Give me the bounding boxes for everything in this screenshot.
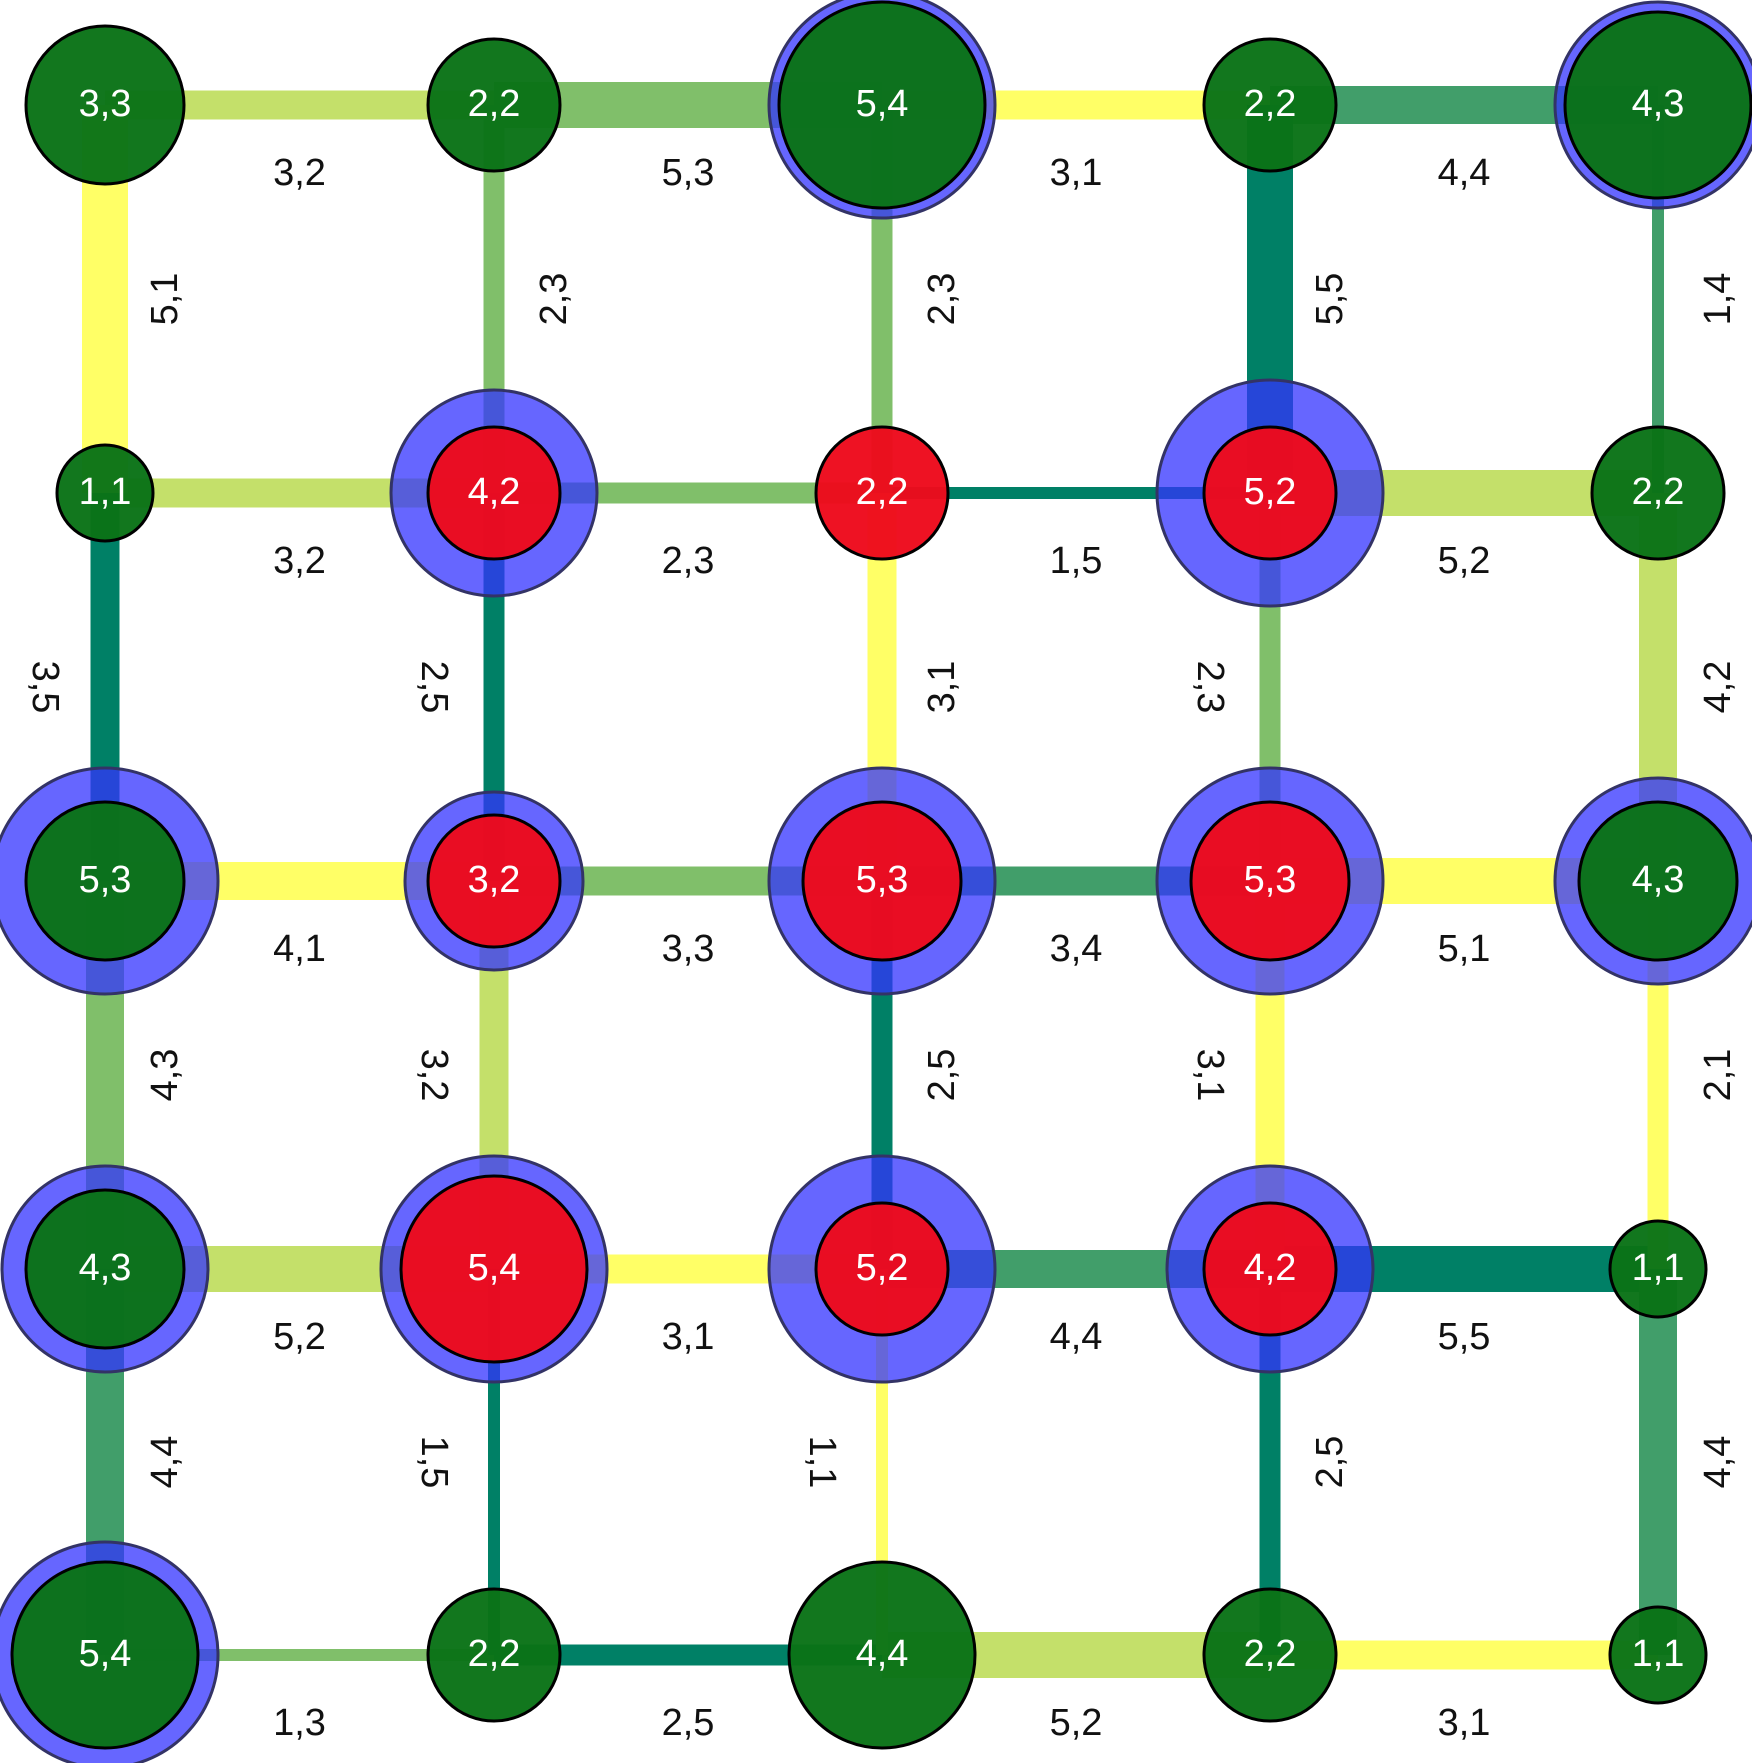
edge-label: 2,5 xyxy=(921,1049,963,1102)
edge-label: 3,3 xyxy=(662,928,715,970)
edge-label: 5,2 xyxy=(1438,540,1491,582)
edge-label: 5,5 xyxy=(1438,1316,1491,1358)
node-red xyxy=(1202,425,1338,561)
node-green xyxy=(1577,800,1739,962)
node-label: 5,4 xyxy=(79,1633,132,1675)
edge-label: 3,2 xyxy=(273,152,326,194)
node-label: 4,3 xyxy=(79,1247,132,1289)
edge-label: 4,2 xyxy=(1697,661,1739,714)
node-green xyxy=(24,1188,186,1350)
edge-label: 5,1 xyxy=(144,273,186,326)
node-green xyxy=(1608,1605,1708,1705)
node-label: 5,3 xyxy=(79,859,132,901)
node-label: 1,1 xyxy=(79,471,132,513)
node-green xyxy=(1608,1219,1708,1319)
edge-label: 2,3 xyxy=(921,273,963,326)
node-label: 2,2 xyxy=(856,471,909,513)
node-green xyxy=(426,1587,562,1723)
edge-label: 3,4 xyxy=(1050,928,1103,970)
node-label: 2,2 xyxy=(468,83,521,125)
node-label: 5,3 xyxy=(1244,859,1297,901)
node-label: 1,1 xyxy=(1632,1633,1685,1675)
node-green xyxy=(1590,425,1726,561)
node-green xyxy=(10,1560,200,1750)
node-red xyxy=(399,1174,589,1364)
edge-label: 4,4 xyxy=(1438,152,1491,194)
edge-label: 3,5 xyxy=(24,661,66,714)
node-red xyxy=(801,800,963,962)
edge-label: 3,1 xyxy=(1050,152,1103,194)
node-label: 4,2 xyxy=(468,471,521,513)
node-label: 5,2 xyxy=(856,1247,909,1289)
edge-label: 1,4 xyxy=(1697,273,1739,326)
edge-label: 3,1 xyxy=(1189,1049,1231,1102)
edge-label: 5,2 xyxy=(273,1316,326,1358)
node-label: 5,4 xyxy=(856,83,909,125)
edge-label: 2,5 xyxy=(1309,1436,1351,1489)
edge-label: 5,1 xyxy=(1438,928,1491,970)
node-green xyxy=(1202,37,1338,173)
node-green xyxy=(426,37,562,173)
node-green xyxy=(787,1560,977,1750)
node-label: 4,4 xyxy=(856,1633,909,1675)
node-label: 4,3 xyxy=(1632,859,1685,901)
edge-label: 4,4 xyxy=(1050,1316,1103,1358)
edge-label: 3,1 xyxy=(921,661,963,714)
edge-label: 1,3 xyxy=(273,1702,326,1744)
edge-label: 5,2 xyxy=(1050,1702,1103,1744)
edge-label: 2,3 xyxy=(1189,661,1231,714)
edge-label: 1,1 xyxy=(801,1436,843,1489)
edge-label: 4,3 xyxy=(144,1049,186,1102)
node-red xyxy=(426,425,562,561)
node-green xyxy=(1563,10,1752,200)
node-green xyxy=(1202,1587,1338,1723)
node-label: 5,3 xyxy=(856,859,909,901)
node-label: 2,2 xyxy=(1244,83,1297,125)
node-label: 5,4 xyxy=(468,1247,521,1289)
nodes-layer: 3,3 2,2 5,4 2,2 4,3 1,1 4,2 2,2 5,2 2,2 5,3 3,2 5,3 5… xyxy=(10,0,1752,1750)
node-red xyxy=(814,425,950,561)
edge-label: 2,1 xyxy=(1697,1049,1739,1102)
node-label: 5,2 xyxy=(1244,471,1297,513)
node-red xyxy=(1202,1201,1338,1337)
edge-label: 2,3 xyxy=(662,540,715,582)
edge-label: 4,4 xyxy=(144,1436,186,1489)
edge-label: 4,4 xyxy=(1697,1436,1739,1489)
node-label: 2,2 xyxy=(1244,1633,1297,1675)
edge-label: 4,1 xyxy=(273,928,326,970)
node-label: 3,2 xyxy=(468,859,521,901)
edge-label: 1,5 xyxy=(1050,540,1103,582)
node-green xyxy=(777,0,987,210)
edge-label: 2,5 xyxy=(413,661,455,714)
edge-label: 3,2 xyxy=(413,1049,455,1102)
node-label: 2,2 xyxy=(1632,471,1685,513)
node-label: 2,2 xyxy=(468,1633,521,1675)
node-green xyxy=(24,24,186,186)
node-red xyxy=(1189,800,1351,962)
node-red xyxy=(426,813,562,949)
edge-label: 2,5 xyxy=(662,1702,715,1744)
edge-label: 1,5 xyxy=(413,1436,455,1489)
edge-label: 2,3 xyxy=(533,273,575,326)
edge-label: 3,1 xyxy=(662,1316,715,1358)
edge-label: 5,3 xyxy=(662,152,715,194)
node-green xyxy=(24,800,186,962)
node-label: 4,3 xyxy=(1632,83,1685,125)
node-label: 4,2 xyxy=(1244,1247,1297,1289)
edge-labels-layer: 3,2 5,3 3,1 4,4 3,2 2,3 1,5 5,2 4,1 3,3 3,4 5,1 5,2 3… xyxy=(24,152,1739,1744)
node-green xyxy=(55,443,155,543)
edge-label: 5,5 xyxy=(1309,273,1351,326)
edge-label: 3,1 xyxy=(1438,1702,1491,1744)
node-red xyxy=(814,1201,950,1337)
node-label: 3,3 xyxy=(79,83,132,125)
edge-label: 3,2 xyxy=(273,540,326,582)
node-label: 1,1 xyxy=(1632,1247,1685,1289)
